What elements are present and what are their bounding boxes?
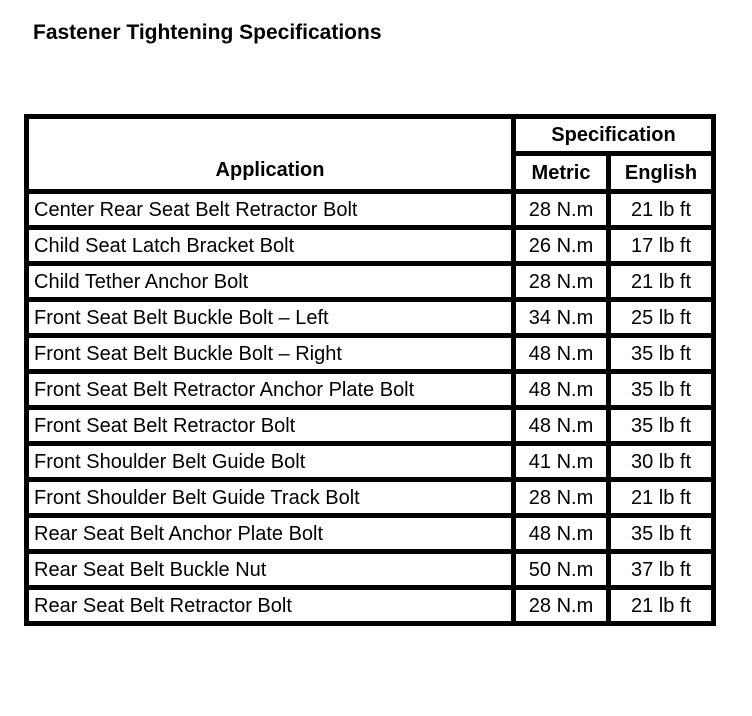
table-row: Front Shoulder Belt Guide Bolt 41 N.m 30…	[24, 441, 717, 482]
english-cell: 21 lb ft	[605, 585, 717, 626]
application-cell: Front Seat Belt Buckle Bolt – Left	[24, 297, 516, 338]
application-cell: Front Seat Belt Buckle Bolt – Right	[24, 333, 516, 374]
table-body: Center Rear Seat Belt Retractor Bolt 28 …	[24, 189, 717, 626]
metric-cell: 26 N.m	[511, 225, 611, 266]
table-row: Front Seat Belt Retractor Bolt 48 N.m 35…	[24, 405, 717, 446]
english-cell: 17 lb ft	[605, 225, 717, 266]
table-row: Child Tether Anchor Bolt 28 N.m 21 lb ft	[24, 261, 717, 302]
application-cell: Rear Seat Belt Anchor Plate Bolt	[24, 513, 516, 554]
english-cell: 35 lb ft	[605, 513, 717, 554]
metric-cell: 41 N.m	[511, 441, 611, 482]
application-cell: Front Seat Belt Retractor Anchor Plate B…	[24, 369, 516, 410]
metric-cell: 28 N.m	[511, 585, 611, 626]
application-cell: Front Seat Belt Retractor Bolt	[24, 405, 516, 446]
application-cell: Front Shoulder Belt Guide Track Bolt	[24, 477, 516, 518]
metric-cell: 48 N.m	[511, 513, 611, 554]
english-cell: 21 lb ft	[605, 261, 717, 302]
english-cell: 21 lb ft	[605, 189, 717, 230]
table-row: Front Shoulder Belt Guide Track Bolt 28 …	[24, 477, 717, 518]
application-cell: Rear Seat Belt Retractor Bolt	[24, 585, 516, 626]
application-cell: Front Shoulder Belt Guide Bolt	[24, 441, 516, 482]
english-cell: 25 lb ft	[605, 297, 717, 338]
english-cell: 37 lb ft	[605, 549, 717, 590]
table-row: Front Seat Belt Retractor Anchor Plate B…	[24, 369, 717, 410]
header-row-top: Application Specification	[24, 114, 717, 194]
fastener-spec-table: Application Specification Metric English…	[24, 114, 717, 626]
application-cell: Child Tether Anchor Bolt	[24, 261, 516, 302]
metric-cell: 34 N.m	[511, 297, 611, 338]
table-row: Child Seat Latch Bracket Bolt 26 N.m 17 …	[24, 225, 717, 266]
table-row: Center Rear Seat Belt Retractor Bolt 28 …	[24, 189, 717, 230]
header-row-sub: Metric English	[27, 151, 717, 194]
metric-cell: 50 N.m	[511, 549, 611, 590]
metric-cell: 48 N.m	[511, 405, 611, 446]
metric-cell: 28 N.m	[511, 261, 611, 302]
table-row: Front Seat Belt Buckle Bolt – Left 34 N.…	[24, 297, 717, 338]
page-title: Fastener Tightening Specifications	[33, 21, 382, 44]
application-cell: Child Seat Latch Bracket Bolt	[24, 225, 516, 266]
metric-column-header: Metric	[511, 151, 611, 194]
english-cell: 35 lb ft	[605, 333, 717, 374]
english-cell: 35 lb ft	[605, 405, 717, 446]
table-row: Rear Seat Belt Anchor Plate Bolt 48 N.m …	[24, 513, 717, 554]
table-row: Rear Seat Belt Retractor Bolt 28 N.m 21 …	[24, 585, 717, 626]
table-row: Rear Seat Belt Buckle Nut 50 N.m 37 lb f…	[24, 549, 717, 590]
application-cell: Center Rear Seat Belt Retractor Bolt	[24, 189, 516, 230]
english-cell: 21 lb ft	[605, 477, 717, 518]
table-header: Application Specification Metric English	[24, 114, 717, 194]
specification-column-header: Specification	[510, 114, 717, 156]
application-cell: Rear Seat Belt Buckle Nut	[24, 549, 516, 590]
metric-cell: 48 N.m	[511, 369, 611, 410]
english-cell: 35 lb ft	[605, 369, 717, 410]
table-row: Front Seat Belt Buckle Bolt – Right 48 N…	[24, 333, 717, 374]
metric-cell: 28 N.m	[511, 189, 611, 230]
english-cell: 30 lb ft	[605, 441, 717, 482]
application-column-header: Application	[24, 114, 516, 194]
metric-cell: 48 N.m	[511, 333, 611, 374]
english-column-header: English	[605, 151, 717, 194]
metric-cell: 28 N.m	[511, 477, 611, 518]
